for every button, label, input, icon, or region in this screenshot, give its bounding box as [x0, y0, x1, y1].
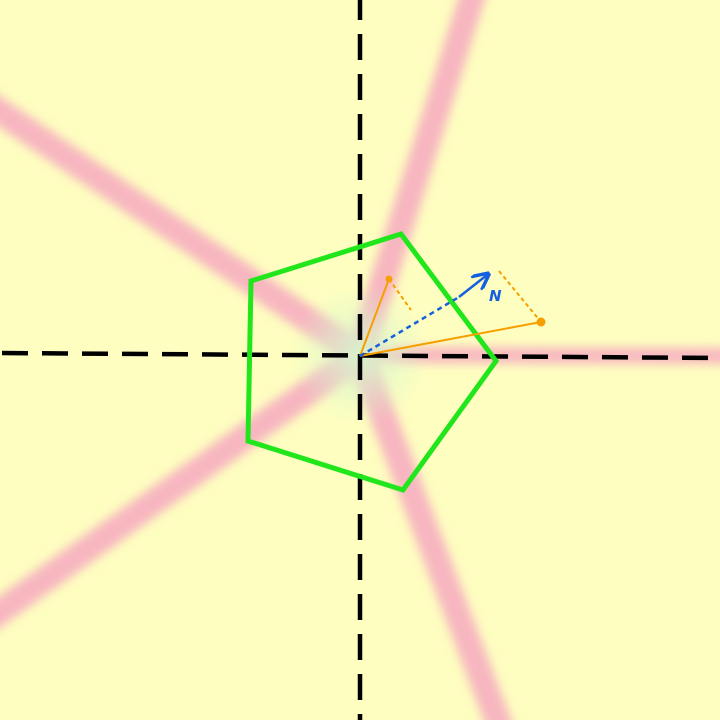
projection-point-long [536, 317, 546, 327]
projection-short [359, 278, 390, 357]
band-bottom-left [0, 344, 368, 628]
projection-point-short [385, 275, 393, 283]
projection-construction [359, 270, 546, 357]
normal-vector: N [359, 275, 502, 358]
band-top-right [347, 0, 485, 359]
pentagon [245, 231, 500, 493]
projection-long [359, 321, 542, 357]
band-top-left [0, 96, 368, 366]
normal-dashed-segment [359, 295, 460, 358]
normal-label: N [489, 287, 502, 305]
projection-drop-short [388, 278, 412, 311]
normal-arrow [458, 275, 487, 298]
